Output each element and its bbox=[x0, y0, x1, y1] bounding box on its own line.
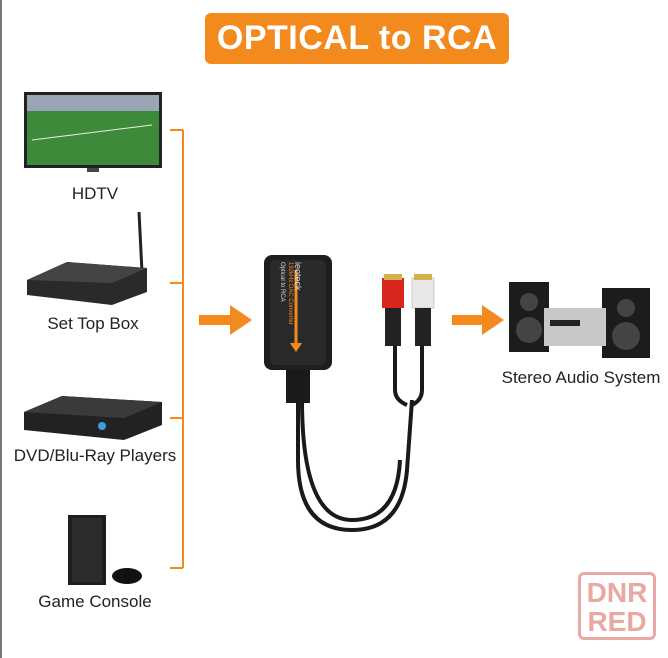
set-top-box-image bbox=[27, 211, 147, 305]
cable bbox=[296, 345, 424, 533]
set-top-box-label: Set Top Box bbox=[47, 314, 139, 333]
hdtv-label: HDTV bbox=[71, 184, 119, 203]
arrow-right-icon bbox=[452, 305, 504, 335]
adapter-line2: Optical to RCA bbox=[279, 262, 285, 302]
adapter-brand: ieoteck bbox=[293, 262, 303, 291]
adapter-image bbox=[264, 255, 332, 370]
rca-plugs-image bbox=[382, 274, 435, 346]
watermark-line2: RED bbox=[587, 606, 647, 637]
stereo-label: Stereo Audio System bbox=[501, 368, 661, 387]
source-bracket bbox=[170, 129, 184, 569]
hdtv-image bbox=[24, 92, 162, 172]
dvd-label: DVD/Blu-Ray Players bbox=[13, 446, 177, 465]
game-console-image bbox=[68, 515, 142, 585]
adapter-line1: 192kHz DAC Converter bbox=[287, 262, 293, 325]
watermark-line1: DNR bbox=[586, 577, 648, 608]
dvd-player-image bbox=[24, 396, 162, 440]
stereo-system-image bbox=[509, 282, 650, 358]
page-title: OPTICAL to RCA bbox=[205, 13, 509, 64]
watermark: DNR RED bbox=[578, 572, 656, 640]
adapter-strain-relief bbox=[286, 368, 310, 403]
game-console-label: Game Console bbox=[38, 592, 152, 611]
adapter-print: ieoteck 192kHz DAC Converter Optical to … bbox=[278, 262, 303, 325]
arrow-right-icon bbox=[199, 305, 252, 335]
